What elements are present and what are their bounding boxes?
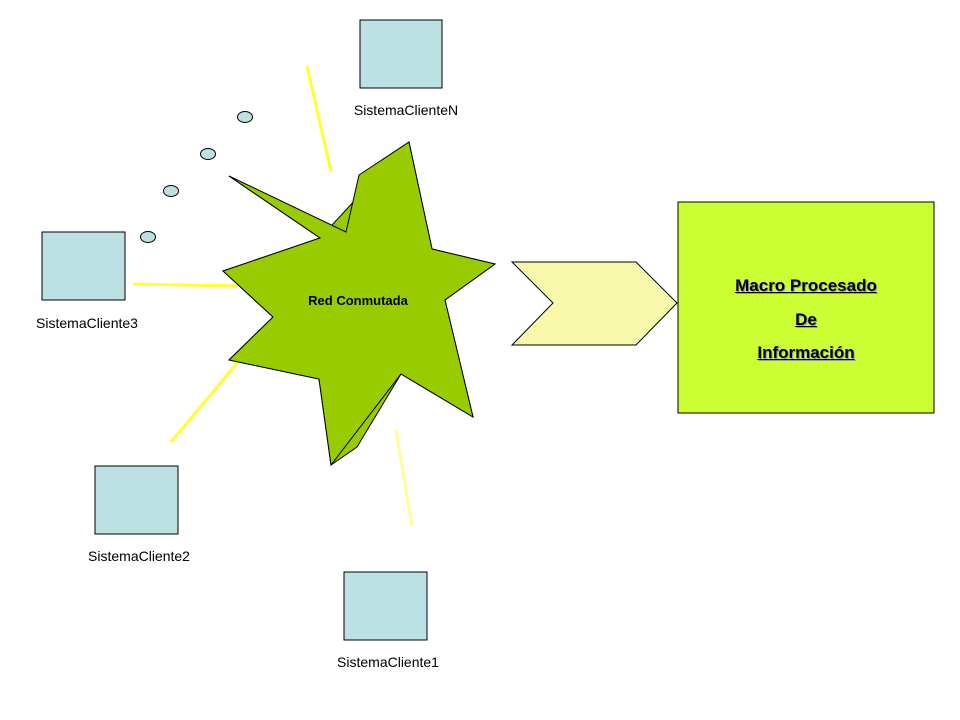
- client-box-cliente1: [343, 571, 428, 641]
- continuation-dot: [200, 148, 216, 160]
- network-starburst-fill: [222, 141, 497, 467]
- client-label-cliente3: SistemaCliente3: [36, 315, 138, 331]
- network-label: Red Conmutada: [308, 293, 408, 308]
- macro-process-box: [677, 201, 935, 414]
- client-label-clienteN: SistemaClienteN: [354, 102, 458, 118]
- client-box-cliente2: [94, 465, 179, 535]
- link-line-cliente3: [132, 282, 239, 288]
- macro-title-line-3: Información: [757, 343, 855, 362]
- client-label-cliente1: SistemaCliente1: [337, 654, 439, 670]
- link-line-clienteN: [305, 65, 333, 173]
- link-line-cliente2: [169, 361, 240, 443]
- macro-title-line-1: Macro Procesado: [735, 276, 877, 295]
- flow-arrow: [510, 261, 678, 346]
- macro-title-line-2: De: [795, 310, 817, 329]
- client-label-cliente2: SistemaCliente2: [88, 548, 190, 564]
- continuation-dot: [237, 111, 253, 123]
- client-box-cliente3: [41, 231, 126, 301]
- link-line-cliente1: [394, 429, 414, 527]
- continuation-dot: [140, 231, 156, 243]
- continuation-dot: [163, 185, 179, 197]
- client-box-clienteN: [359, 19, 443, 89]
